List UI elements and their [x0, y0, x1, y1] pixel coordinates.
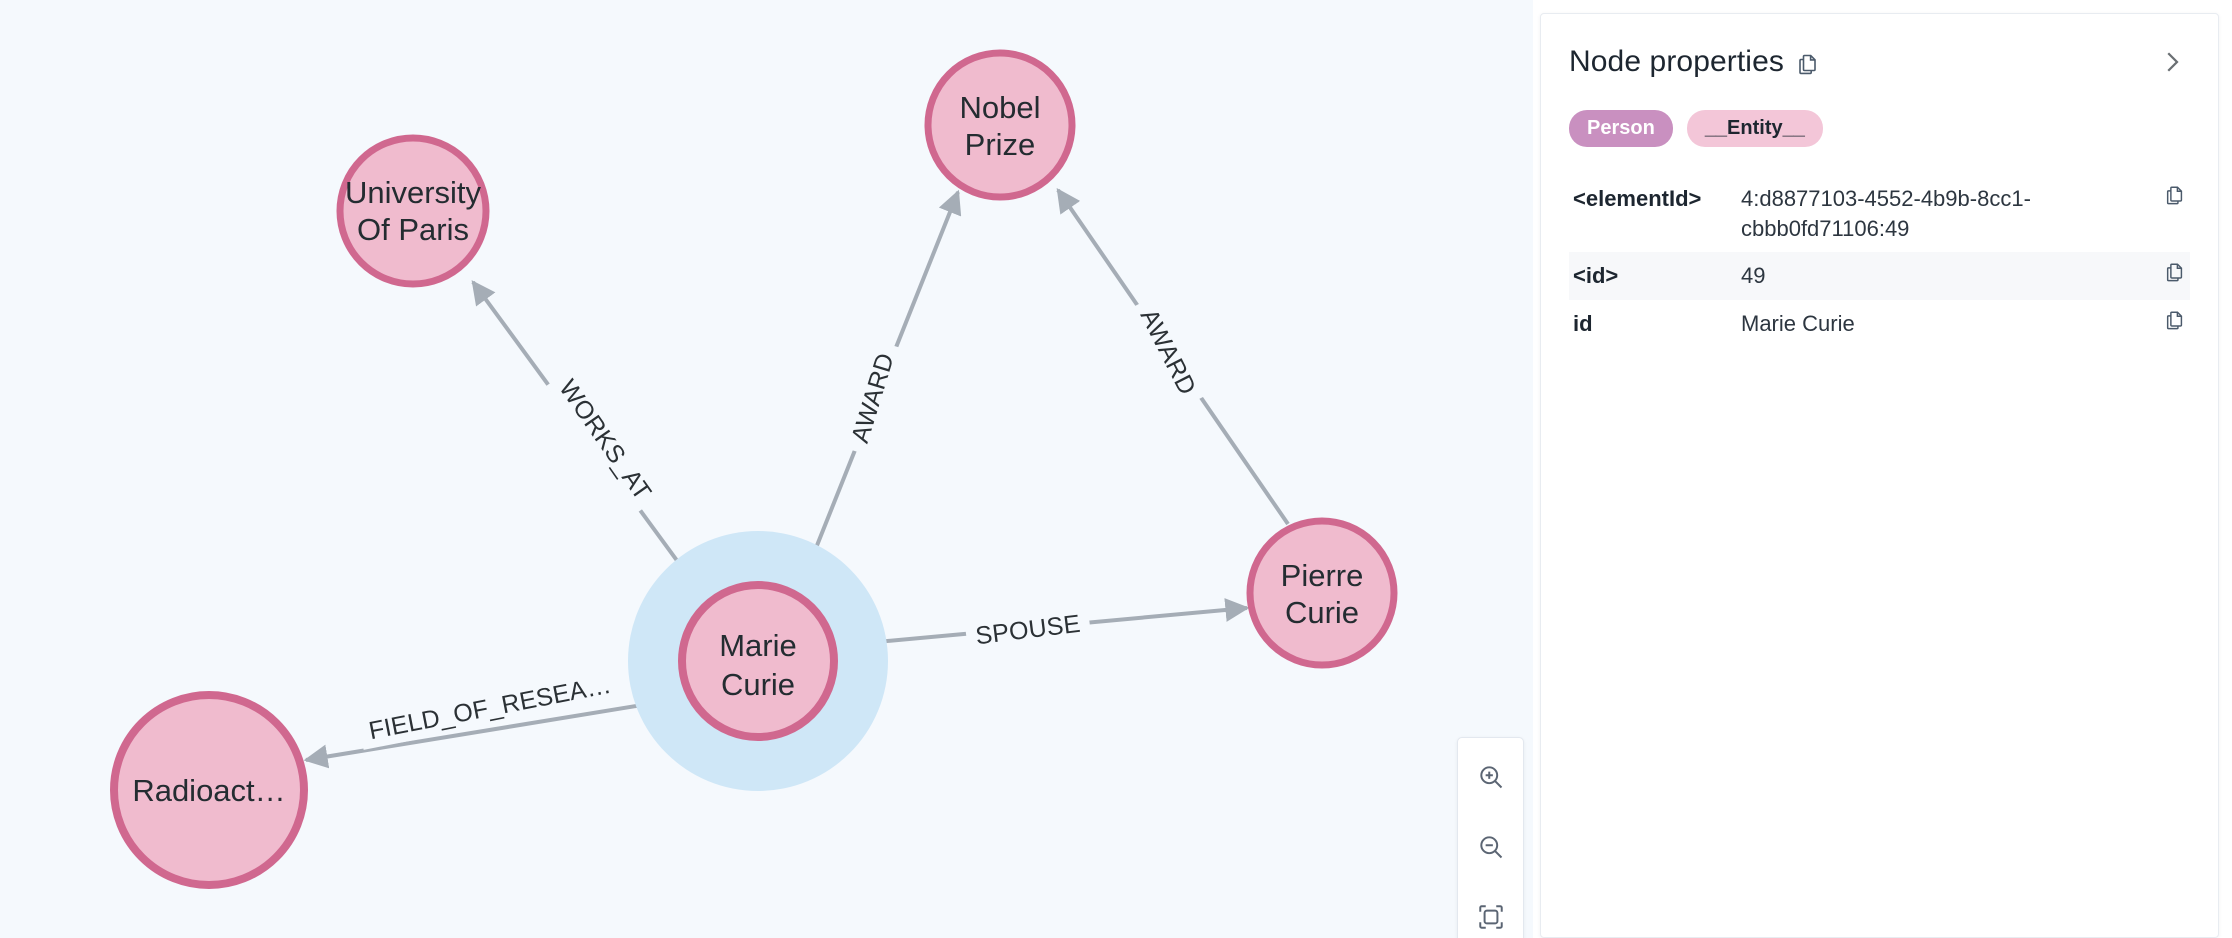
- zoom-out-button[interactable]: [1468, 824, 1514, 870]
- copy-icon-id-internal[interactable]: [2164, 261, 2186, 283]
- edge-label-works-at[interactable]: WORKS_AT: [553, 375, 656, 506]
- node-labels-row: Person __Entity__: [1569, 110, 2190, 147]
- chevron-right-icon: [2167, 52, 2179, 72]
- table-row: id Marie Curie: [1569, 300, 2190, 348]
- property-key-elementid: <elementId>: [1573, 186, 1702, 211]
- zoom-controls-panel: [1457, 737, 1524, 938]
- node-properties-panel: Node properties Person __Entity__: [1540, 13, 2219, 938]
- property-value-elementid: 4:d8877103-4552-4b9b-8cc1-cbbb0fd71106:4…: [1741, 186, 2031, 241]
- property-key-id: id: [1573, 311, 1593, 337]
- copy-icon-id[interactable]: [2164, 309, 2186, 331]
- node-marie-curie[interactable]: Marie Curie: [678, 581, 838, 741]
- node-nobel-prize[interactable]: Nobel Prize: [924, 49, 1076, 201]
- node-university-of-paris[interactable]: University Of Paris: [336, 134, 490, 288]
- node-properties-table: <elementId> 4:d8877103-4552-4b9b-8cc1-cb…: [1569, 175, 2190, 348]
- fit-to-screen-button[interactable]: [1468, 894, 1514, 938]
- property-key-id-internal: <id>: [1573, 263, 1619, 289]
- copy-all-properties-icon[interactable]: [1796, 52, 1820, 76]
- zoom-out-icon: [1479, 836, 1502, 859]
- panel-header: Node properties: [1569, 40, 2190, 84]
- edge-label-award-marie[interactable]: AWARD: [846, 350, 900, 446]
- zoom-in-button[interactable]: [1468, 754, 1514, 800]
- table-row: <id> 49: [1569, 252, 2190, 301]
- collapse-panel-button[interactable]: [2154, 44, 2190, 80]
- node-pierre-curie[interactable]: Pierre Curie: [1246, 517, 1398, 669]
- node-label-chip-person[interactable]: Person: [1569, 110, 1673, 147]
- table-row: <elementId> 4:d8877103-4552-4b9b-8cc1-cb…: [1569, 175, 2190, 252]
- page-title: Node properties: [1569, 45, 1784, 78]
- zoom-in-icon: [1479, 766, 1502, 789]
- property-value-id: Marie Curie: [1741, 311, 1855, 337]
- edge-field-of-research[interactable]: [303, 696, 686, 769]
- fit-to-screen-icon: [1478, 905, 1503, 929]
- graph-svg[interactable]: WORKS_AT AWARD AWARD SPOUSE FIELD_OF_RES…: [0, 0, 1533, 938]
- node-radioactivity[interactable]: Radioact…: [110, 691, 308, 889]
- node-label-chip-entity[interactable]: __Entity__: [1686, 110, 1823, 147]
- copy-icon-elementid[interactable]: [2164, 184, 2186, 206]
- property-value-id-internal: 49: [1741, 263, 1766, 289]
- graph-canvas[interactable]: WORKS_AT AWARD AWARD SPOUSE FIELD_OF_RES…: [0, 0, 1533, 938]
